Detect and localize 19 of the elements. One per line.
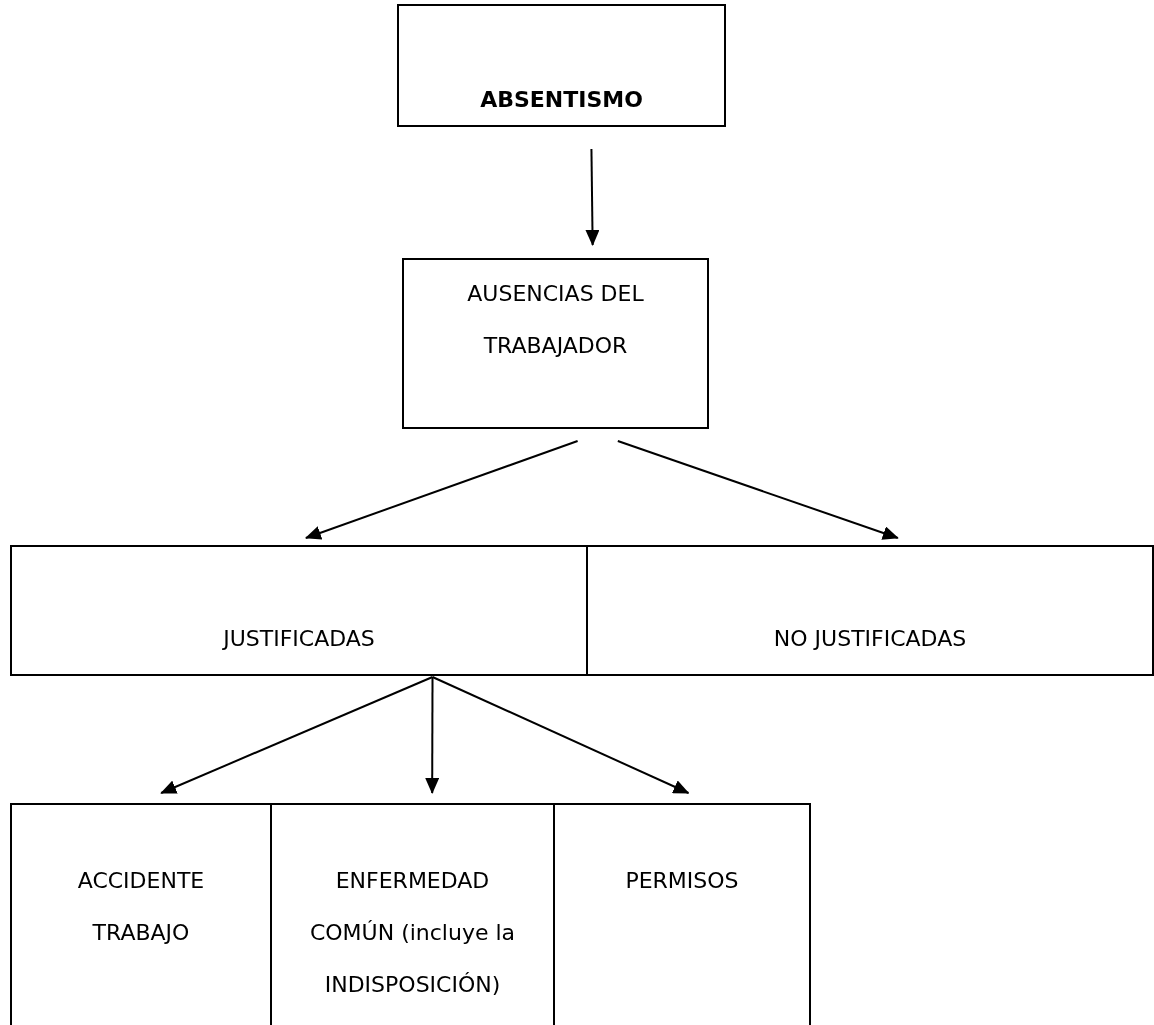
- arrow: [304, 440, 579, 540]
- box-label: ABSENTISMO: [479, 86, 644, 114]
- box-label: JUSTIFICADAS: [221, 625, 376, 653]
- arrow: [431, 676, 690, 794]
- box-label: PERMISOS: [624, 867, 740, 895]
- arrow: [425, 676, 440, 794]
- category-box: [586, 545, 1154, 676]
- category-box: [553, 803, 811, 1025]
- category-box: [402, 258, 709, 429]
- box-label: ACCIDENTE TRABAJO: [76, 867, 206, 947]
- category-box: [10, 545, 588, 676]
- category-box: [10, 803, 272, 1025]
- category-box: [397, 4, 726, 127]
- arrow: [160, 676, 434, 794]
- box-label: ENFERMEDAD COMÚN (incluye la INDISPOSICIÓN): [308, 867, 517, 999]
- box-label: NO JUSTIFICADAS: [772, 625, 968, 653]
- arrow: [616, 440, 899, 540]
- arrow: [585, 148, 600, 246]
- box-label: AUSENCIAS DEL TRABAJADOR: [466, 280, 645, 360]
